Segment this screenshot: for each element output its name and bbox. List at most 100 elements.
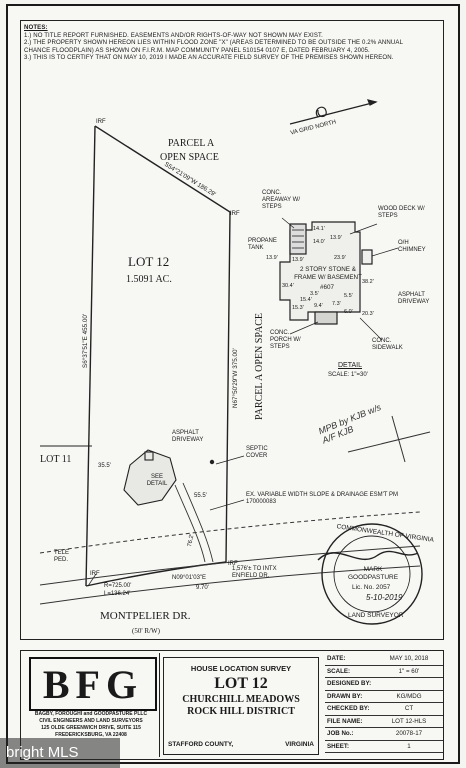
detail-house (279, 221, 373, 325)
county-name: STAFFORD COUNTY, (168, 741, 234, 748)
seal-date: 5-10-2019 (366, 593, 403, 602)
wood-deck-label: WOOD DECK W/ STEPS (378, 206, 425, 219)
septic-marker (209, 459, 215, 465)
front-distance: 9.70' (196, 585, 209, 591)
survey-info-table: DATE:MAY 10, 2018 SCALE:1" = 60' DESIGNE… (325, 653, 443, 757)
dim-label: 20.3' (362, 311, 374, 317)
lot-11-label: LOT 11 (40, 454, 72, 465)
driveway (174, 482, 214, 563)
info-row: DRAWN BY:KG/MDG (325, 691, 443, 703)
firm-line: 125 OLDE GREENWICH DRIVE, SUITE 115 (41, 725, 141, 731)
road-lines (39, 511, 421, 605)
survey-lot: LOT 12 (214, 675, 268, 692)
bearing-left: S6°37'51"E 455.00' (82, 313, 89, 368)
info-row: SCALE:1" = 60' (325, 666, 443, 678)
tele-ped-label: TELE PED. (54, 550, 70, 563)
info-row: CHECKED BY:CT (325, 703, 443, 716)
house-number: #607 (320, 284, 335, 291)
parcel-a-open-space-label: PARCEL A OPEN SPACE (254, 313, 265, 420)
seal-license: Lic. No. 2057 (352, 584, 391, 591)
intersection-label: 1,576'± TO INTX ENFIELD DR. (232, 566, 277, 579)
parcel-a-label: PARCEL A (168, 138, 215, 149)
curve-length: L=136.24' (104, 591, 131, 597)
dim-label: 13.9' (292, 257, 304, 263)
easement-label: EX. VARIABLE WIDTH SLOPE & DRAINAGE ESM'… (246, 492, 398, 505)
firm-line: CIVIL ENGINEERS AND LAND SURVEYORS (39, 718, 143, 724)
detail-driveway-label: ASPHALT DRIVEWAY (398, 292, 430, 305)
notes-title: NOTES: (24, 24, 48, 31)
dim-label: 14.1' (313, 226, 325, 232)
surveyor-seal (317, 523, 423, 625)
info-row: JOB No.:20078-17 (325, 728, 443, 741)
north-arrow-icon (289, 99, 378, 125)
dim-label: 3.5' (310, 291, 319, 297)
survey-type: HOUSE LOCATION SURVEY (190, 664, 292, 673)
irf-marker-label: IRF (90, 571, 100, 577)
house-footprint (123, 449, 177, 506)
dim-label: 13.9' (330, 235, 342, 241)
lot-area: 1.5091 AC. (126, 274, 172, 285)
open-space-label: OPEN SPACE (160, 152, 219, 163)
dim-label: 23.9' (334, 255, 346, 261)
bearing-front: N09°01'03"E (172, 575, 207, 581)
irf-marker-label: IRF (228, 561, 238, 567)
firm-line: FREDERICKSBURG, VA 22408 (55, 732, 127, 738)
dim-label: 14.0' (313, 239, 325, 245)
leader-lines (87, 217, 399, 587)
road-name: MONTPELIER DR. (100, 610, 191, 622)
detail-steps (292, 229, 304, 249)
dim-label: 6.0' (344, 309, 353, 315)
info-row: DESIGNED BY: (325, 678, 443, 691)
survey-title-panel: HOUSE LOCATION SURVEY LOT 12 CHURCHILL M… (163, 657, 319, 755)
note-line: 2.) THE PROPERTY SHOWN HEREON LIES WITHI… (24, 39, 404, 47)
info-row: FILE NAME:LOT 12-HLS (325, 716, 443, 728)
porch-label: CONC. PORCH W/ STEPS (270, 330, 301, 350)
state-name: VIRGINIA (285, 741, 314, 748)
septic-label: SEPTIC COVER (246, 446, 268, 459)
info-row: DATE:MAY 10, 2018 (325, 653, 443, 666)
drawing-frame (20, 20, 444, 640)
firm-line: BAGBY, FOROUGHI and GOODPASTURE PLLC (34, 711, 148, 717)
firm-logo-panel: BFG BAGBY, FOROUGHI and GOODPASTURE PLLC… (23, 653, 160, 757)
seal-name: MARK GOODPASTURE (348, 566, 399, 581)
bfg-logo: BFG (29, 657, 157, 711)
dim-label: 13.9' (266, 255, 278, 261)
chimney-label: O/H CHIMNEY (398, 240, 426, 253)
note-line: CHANCE FLOODPLAIN) AS SHOWN ON F.I.R.M. … (24, 46, 370, 54)
district-name: ROCK HILL DISTRICT (187, 706, 295, 717)
note-line: 1.) NO TITLE REPORT FURNISHED. EASEMENTS… (24, 31, 323, 39)
title-block: BFG BAGBY, FOROUGHI and GOODPASTURE PLLC… (20, 650, 444, 760)
dim-label: 9.4' (314, 303, 323, 309)
subdivision-name: CHURCHILL MEADOWS (182, 694, 300, 705)
areaway-label: CONC. AREAWAY W/ STEPS (262, 190, 301, 210)
survey-sheet (6, 4, 460, 764)
propane-label: PROPANE TANK (248, 238, 277, 251)
dim-35: 35.5' (98, 463, 111, 469)
dim-55: 55.5' (194, 493, 207, 499)
mls-watermark: bright MLS (0, 738, 120, 768)
house-label: 2 STORY STONE & FRAME W/ BASEMENT (294, 266, 362, 281)
road-row: (50' R/W) (132, 627, 160, 635)
dim-label: 38.2' (362, 279, 374, 285)
detail-scale: SCALE: 1"=30' (328, 372, 368, 378)
dim-label: 15.4' (300, 297, 312, 303)
dim-label: 5.5' (344, 293, 353, 299)
irf-marker-label: IRF (96, 119, 106, 125)
irf-marker-label: IRF (230, 211, 240, 217)
lot-title: LOT 12 (128, 254, 170, 269)
dim-label: 7.3' (332, 301, 341, 307)
detail-title: DETAIL (338, 362, 362, 369)
dim-label: 15.3' (292, 305, 304, 311)
sidewalk-label: CONC. SIDEWALK (372, 338, 403, 351)
curve-radius: R=725.00' (104, 583, 132, 589)
see-detail-label: SEE DETAIL (146, 474, 168, 487)
dim-label: 30.4' (282, 283, 294, 289)
bearing-right: N67°50'29"W 375.00' (232, 348, 239, 408)
notes-block: NOTES: 1.) NO TITLE REPORT FURNISHED. EA… (24, 24, 440, 62)
seal-ring-bottom: LAND SURVEYOR (348, 612, 404, 619)
asphalt-driveway-label: ASPHALT DRIVEWAY (172, 430, 204, 443)
info-row: SHEET:1 (325, 741, 443, 753)
handwritten-marks (347, 415, 431, 463)
note-line: 3.) THIS IS TO CERTIFY THAT ON MAY 10, 2… (24, 54, 394, 62)
